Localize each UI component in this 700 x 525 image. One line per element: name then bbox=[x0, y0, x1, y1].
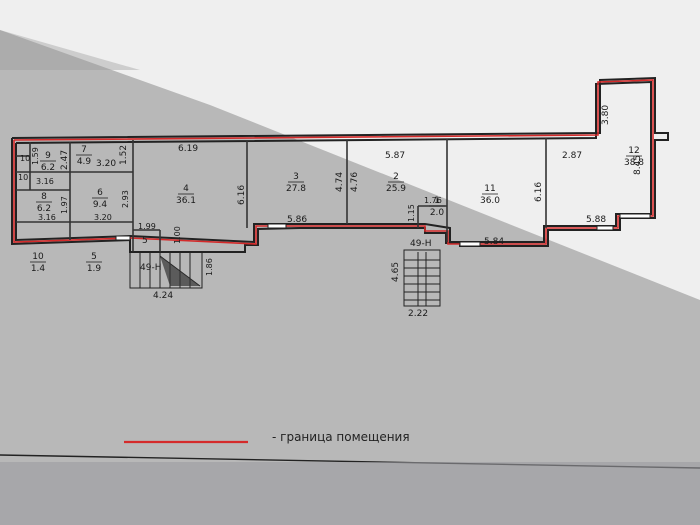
room-number-10: 10 bbox=[32, 252, 44, 262]
dim-3-20-a: 3.20 bbox=[96, 159, 116, 169]
room-labels: 12 38.8 11 36.0 2 25.9 3 27.8 4 36.1 6 9.4 7 4.9 8 6.2 9… bbox=[30, 145, 644, 274]
dim-1-00: 1.00 bbox=[173, 226, 182, 244]
room-area-3: 27.8 bbox=[286, 184, 306, 194]
room-10-label-a: 10 bbox=[20, 154, 30, 163]
room-5-label: 5 bbox=[142, 236, 148, 246]
dim-1-99: 1.99 bbox=[138, 222, 156, 231]
room-number-3: 3 bbox=[293, 172, 299, 182]
dim-1-52: 1.52 bbox=[119, 145, 129, 165]
room-boundary bbox=[13, 79, 654, 245]
dim-2-22: 2.22 bbox=[408, 309, 428, 319]
shadow-corner bbox=[0, 30, 140, 70]
dim-4-74: 4.74 bbox=[335, 172, 345, 192]
dim-2-93: 2.93 bbox=[121, 190, 130, 208]
room-area-7: 4.9 bbox=[77, 157, 92, 167]
dim-5-87: 5.87 bbox=[385, 151, 405, 161]
dim-1-59: 1.59 bbox=[31, 147, 40, 165]
dim-2-47: 2.47 bbox=[60, 150, 70, 170]
dim-1-97: 1.97 bbox=[60, 196, 69, 214]
dim-6-16-a: 6.16 bbox=[237, 185, 247, 205]
dim-4-65: 4.65 bbox=[391, 262, 401, 282]
room-area-1: 2.0 bbox=[430, 208, 445, 218]
room-number-1: 1 bbox=[434, 196, 440, 206]
dim-5-88: 5.88 bbox=[586, 215, 606, 225]
room-number-2: 2 bbox=[393, 172, 399, 182]
room-number-11: 11 bbox=[484, 184, 495, 194]
dim-4-76: 4.76 bbox=[350, 172, 360, 192]
room-area-11: 36.0 bbox=[480, 196, 500, 206]
room-number-4: 4 bbox=[183, 184, 189, 194]
dim-4-24: 4.24 bbox=[153, 291, 173, 301]
room-number-9: 9 bbox=[45, 151, 51, 161]
room-area-4: 36.1 bbox=[176, 196, 196, 206]
dim-6-19: 6.19 bbox=[178, 144, 198, 154]
stair-left-arrow bbox=[160, 256, 200, 286]
dim-1-86: 1.86 bbox=[205, 258, 214, 276]
room-area-10: 1.4 bbox=[31, 264, 46, 274]
dim-5-84: 5.84 bbox=[484, 237, 504, 247]
interior-walls bbox=[16, 138, 547, 252]
room-area-9: 6.2 bbox=[41, 163, 55, 173]
dim-3-16-b: 3.16 bbox=[38, 213, 56, 222]
dim-3-20-b: 3.20 bbox=[94, 213, 112, 222]
room-number-5: 5 bbox=[91, 252, 97, 262]
room-number-6: 6 bbox=[97, 188, 103, 198]
stair-left-label: 49-Н bbox=[140, 263, 161, 273]
openings bbox=[115, 213, 651, 247]
room-area-8: 6.2 bbox=[37, 204, 51, 214]
room-area-5: 1.9 bbox=[87, 264, 102, 274]
room-10-label-b: 10 bbox=[18, 173, 28, 182]
room-number-8: 8 bbox=[41, 192, 47, 202]
dim-2-87: 2.87 bbox=[562, 151, 582, 161]
stair-right-label: 49-Н bbox=[410, 239, 431, 249]
table-surface bbox=[0, 462, 700, 525]
dim-1-76: 1.76 bbox=[424, 196, 442, 205]
room-area-2: 25.9 bbox=[386, 184, 406, 194]
dim-8-45: 8.45 bbox=[633, 155, 643, 175]
stair-right bbox=[403, 249, 441, 307]
room-number-12: 12 bbox=[628, 146, 639, 156]
room-number-7: 7 bbox=[81, 145, 87, 155]
shadow-region bbox=[0, 30, 700, 525]
dim-3-80: 3.80 bbox=[601, 105, 611, 125]
dim-1-15: 1.15 bbox=[407, 204, 416, 222]
dim-5-86: 5.86 bbox=[287, 215, 307, 225]
legend-label: - граница помещения bbox=[272, 430, 410, 444]
dim-6-16-c: 6.16 bbox=[534, 182, 544, 202]
room-area-6: 9.4 bbox=[93, 200, 108, 210]
room-area-12: 38.8 bbox=[624, 158, 644, 168]
dim-3-16-a: 3.16 bbox=[36, 177, 54, 186]
